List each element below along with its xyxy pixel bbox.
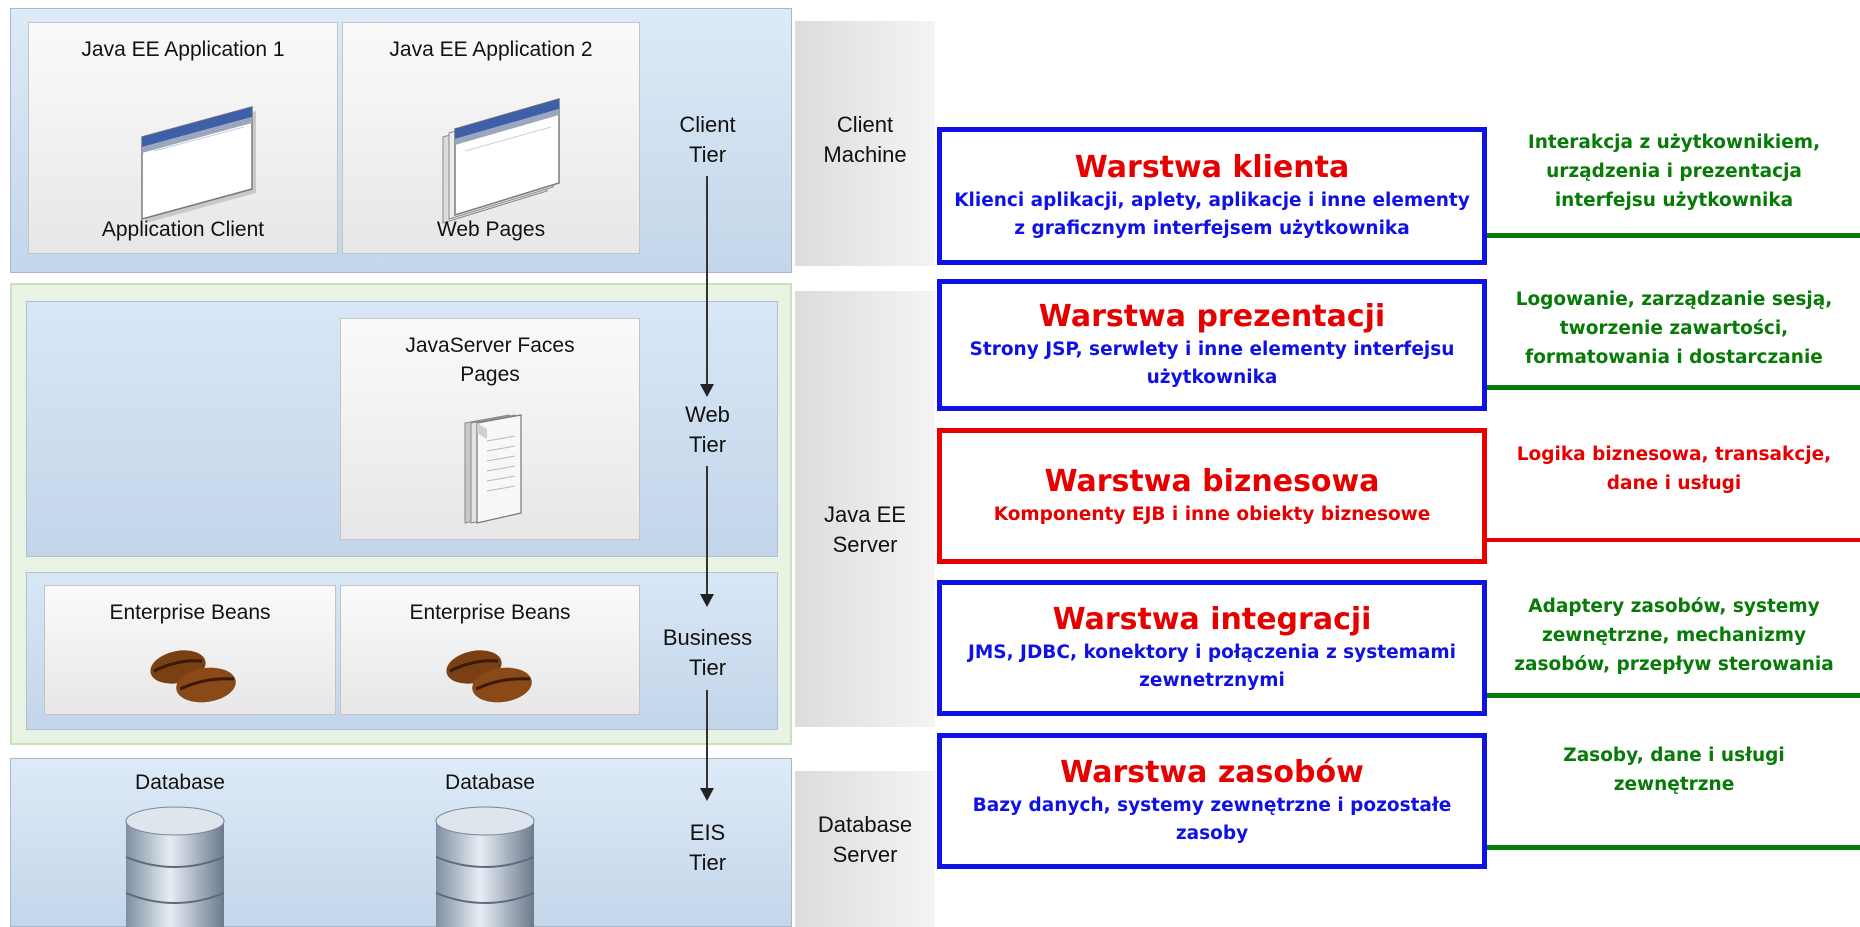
application-client-label: Application Client <box>101 218 265 241</box>
application-window-icon <box>141 106 256 223</box>
database-label-2: Database <box>445 771 535 794</box>
client-machine-strip <box>795 21 935 266</box>
client-tier-label: Client Tier <box>679 112 736 167</box>
description-business: Logika biznesowa, transakcje, dane i usł… <box>1516 444 1832 494</box>
separator-line-resources <box>1487 845 1860 850</box>
description-integration: Adaptery zasobów, systemy zewnętrzne, me… <box>1514 596 1834 675</box>
client-machine-label: Client Machine <box>823 112 907 167</box>
app-1-title: Java EE Application 1 <box>81 38 285 61</box>
database-server-label: Database Server <box>817 812 913 867</box>
layer-box-resources: Warstwa zasobów Bazy danych, systemy zew… <box>937 733 1487 869</box>
jsf-pages-label: JavaServer Faces Pages <box>405 334 575 386</box>
layer-box-client: Warstwa klienta Klienci aplikacji, aplet… <box>937 127 1487 265</box>
app-2-title: Java EE Application 2 <box>389 38 593 61</box>
java-ee-server-label: Java EE Server <box>824 502 906 557</box>
database-label-1: Database <box>135 771 225 794</box>
layer-title-business: Warstwa biznesowa <box>1044 464 1380 499</box>
layer-box-presentation: Warstwa prezentacji Strony JSP, serwlety… <box>937 279 1487 411</box>
description-presentation: Logowanie, zarządzanie sesją, tworzenie … <box>1515 289 1833 368</box>
database-cylinder-icon <box>435 806 535 927</box>
java-ee-server-strip <box>795 291 935 727</box>
layer-subtitle-presentation: Strony JSP, serwlety i inne elementy int… <box>969 339 1455 388</box>
database-server-strip <box>795 771 935 927</box>
coffee-beans-icon <box>150 650 236 703</box>
web-pages-label: Web Pages <box>436 218 546 241</box>
arrow-down-icon <box>700 788 714 801</box>
enterprise-beans-label-1: Enterprise Beans <box>109 601 271 624</box>
description-client: Interakcja z użytkownikiem, urządzenia i… <box>1527 132 1821 211</box>
separator-line-presentation <box>1487 385 1860 390</box>
database-cylinder-icon <box>125 806 225 927</box>
business-tier-label: Business Tier <box>662 625 753 680</box>
flow-line-client-web <box>706 176 708 386</box>
layer-title-presentation: Warstwa prezentacji <box>1038 299 1386 334</box>
document-stack-icon <box>464 414 522 524</box>
description-resources: Zasoby, dane i usługi zewnętrzne <box>1563 745 1785 795</box>
layer-subtitle-resources: Bazy danych, systemy zewnętrzne i pozost… <box>972 795 1452 844</box>
separator-line-client <box>1487 233 1860 238</box>
layer-subtitle-client: Klienci aplikacji, aplety, aplikacje i i… <box>954 190 1470 239</box>
web-pages-icon <box>442 98 560 224</box>
app-client-card: Java EE Application 1 Application Client <box>28 22 338 254</box>
layer-subtitle-business: Komponenty EJB i inne obiekty biznesowe <box>993 504 1431 525</box>
jsf-pages-card: JavaServer Faces Pages <box>340 318 640 540</box>
arrow-down-icon <box>700 594 714 607</box>
enterprise-beans-card-1: Enterprise Beans <box>44 585 336 715</box>
arrow-down-icon <box>700 384 714 397</box>
layer-box-integration: Warstwa integracji JMS, JDBC, konektory … <box>937 580 1487 716</box>
layer-title-integration: Warstwa integracji <box>1052 602 1372 637</box>
enterprise-beans-label-2: Enterprise Beans <box>409 601 571 624</box>
eis-tier-label: EIS Tier <box>688 820 727 875</box>
enterprise-beans-card-2: Enterprise Beans <box>340 585 640 715</box>
web-pages-card: Java EE Application 2 Web Pages <box>342 22 640 254</box>
flow-line-business-eis <box>706 690 708 790</box>
web-tier-label: Web Tier <box>685 402 730 457</box>
layer-title-client: Warstwa klienta <box>1074 150 1350 185</box>
separator-line-business <box>1487 538 1860 542</box>
coffee-beans-icon <box>446 650 532 703</box>
layer-title-resources: Warstwa zasobów <box>1060 755 1364 790</box>
separator-line-integration <box>1487 693 1860 698</box>
layer-subtitle-integration: JMS, JDBC, konektory i połączenia z syst… <box>967 642 1457 691</box>
flow-line-web-business <box>706 466 708 596</box>
layer-box-business: Warstwa biznesowa Komponenty EJB i inne … <box>937 428 1487 564</box>
